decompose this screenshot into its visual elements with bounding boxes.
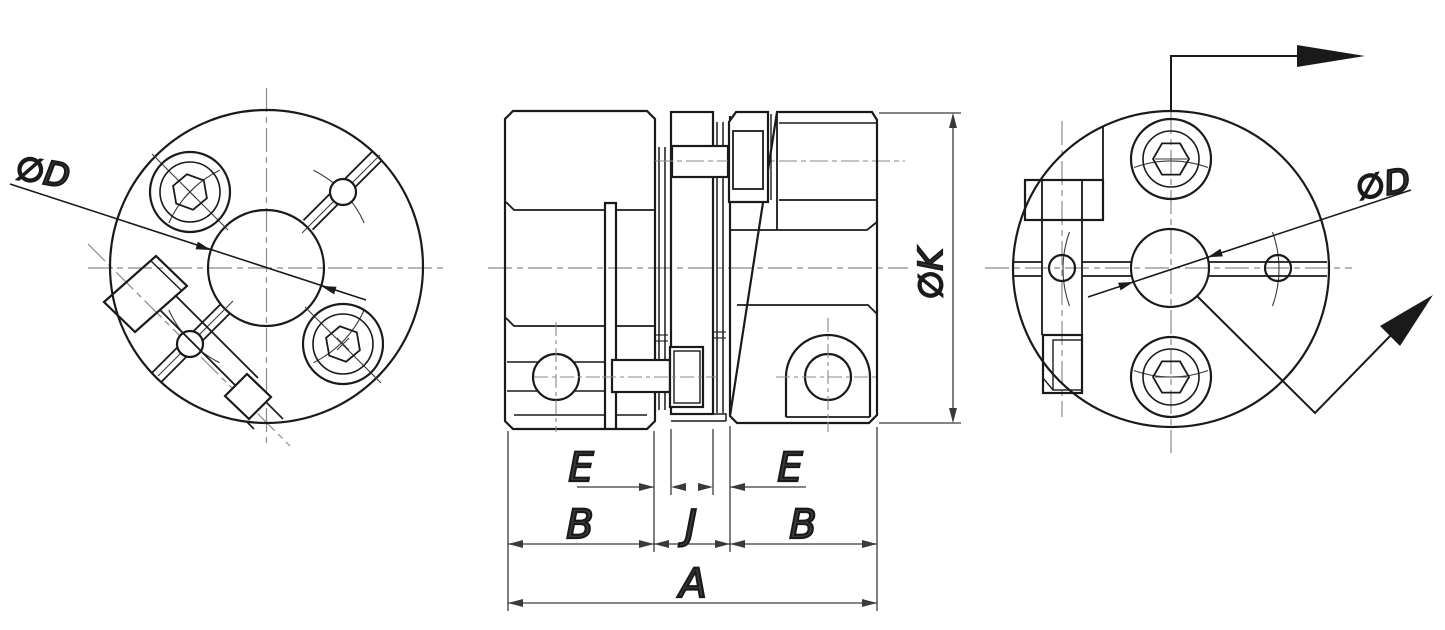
dimensions <box>507 112 961 611</box>
left-view-outer-circle <box>108 108 425 425</box>
right-hub <box>727 110 880 432</box>
dim-label-b-right: B <box>789 502 816 548</box>
dim-label-j: J <box>678 502 697 548</box>
left-view-slit-upper-right <box>302 150 383 231</box>
dim-label-k: ∅K <box>911 246 950 299</box>
clamp-screw-side <box>602 345 717 409</box>
view-direction-arrow-top <box>1170 45 1365 110</box>
center-x-mark <box>183 185 197 199</box>
left-view-bolt-lower <box>301 302 385 386</box>
dim-label-e-left: E <box>568 445 594 491</box>
dimension-b-right <box>730 540 877 548</box>
dimension-b-left <box>508 540 654 548</box>
left-hub-bolt-hole <box>507 322 605 432</box>
side-view: E E B J B A ∅K <box>488 109 961 611</box>
right-view-centerlines <box>985 110 1352 453</box>
right-view-slit-right <box>1209 253 1327 283</box>
dim-label-a: A <box>676 561 706 607</box>
right-view-bolt-bottom <box>1129 335 1213 419</box>
right-end-view: ∅D <box>985 45 1433 453</box>
left-view-slit-lower-left <box>150 303 231 384</box>
dimension-a <box>508 599 877 607</box>
right-view-bore-circle <box>1129 227 1211 309</box>
dimension-e-left <box>577 483 686 491</box>
disc-pack <box>655 110 905 422</box>
left-end-view: ∅D <box>9 88 448 448</box>
pack-bolt-nut <box>732 130 764 190</box>
right-view-outer-circle <box>1011 109 1331 429</box>
right-view-bolt-top <box>1129 117 1213 201</box>
right-hub-screw-boss <box>776 318 880 432</box>
right-bore-label: ∅D <box>1353 160 1413 208</box>
center-x-mark <box>336 337 350 351</box>
dimension-j <box>654 540 730 548</box>
left-hub <box>503 109 657 432</box>
right-view-bore-leader <box>1087 189 1412 298</box>
dim-label-b-left: B <box>566 502 593 548</box>
rotation-direction-arrow <box>1196 295 1433 415</box>
left-view-bore-circle <box>206 208 326 328</box>
pack-bolt-nut-boss <box>727 110 770 204</box>
right-view-slit-left <box>1013 253 1131 283</box>
right-view-clamp-assembly <box>1023 126 1105 395</box>
left-view-bolt-upper <box>148 150 232 234</box>
left-view-bore-leader <box>9 183 367 301</box>
clamp-pin <box>603 201 618 429</box>
dimension-e-right <box>698 483 806 491</box>
left-view-clamp-assembly <box>102 254 284 430</box>
dimension-k <box>949 113 957 423</box>
left-bore-label: ∅D <box>13 148 73 196</box>
dim-label-e-right: E <box>777 445 803 491</box>
